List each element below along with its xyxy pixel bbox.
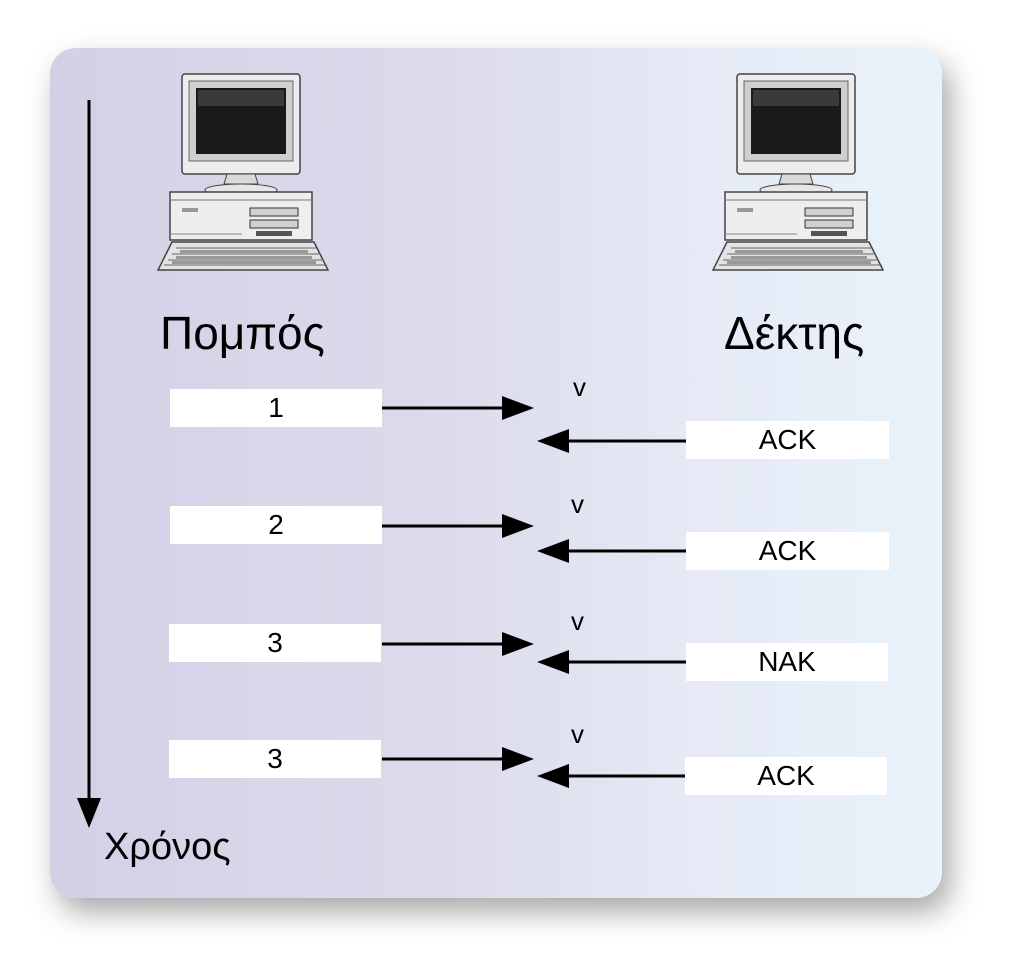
frame-arrowhead-4 [502, 747, 534, 771]
frame-number: 3 [267, 627, 283, 658]
time-axis-label: Χρόνος [104, 826, 231, 868]
reply-box: ACK [686, 532, 889, 570]
reply-box: ACK [686, 421, 889, 459]
check-mark: v [573, 372, 586, 402]
sender-computer-icon [157, 73, 329, 271]
reply-label: ACK [757, 760, 815, 791]
reply-label: ACK [758, 424, 817, 455]
reply-arrowhead-2 [537, 539, 569, 563]
reply-box: NAK [686, 643, 888, 681]
frame-number: 2 [268, 509, 284, 540]
frame-number: 3 [267, 743, 283, 774]
receiver-computer-icon [712, 73, 884, 271]
frame-box: 2 [170, 506, 382, 544]
frame-arrowhead-2 [502, 514, 534, 538]
reply-arrowhead-4 [537, 764, 569, 788]
time-axis-arrowhead [77, 798, 101, 828]
frame-number: 1 [268, 392, 284, 423]
reply-label: NAK [758, 646, 816, 677]
check-mark: v [571, 719, 584, 749]
check-mark: v [571, 606, 584, 636]
check-mark: v [571, 489, 584, 519]
receiver-label: Δέκτης [724, 307, 865, 359]
sender-label: Πομπός [160, 307, 325, 359]
frame-box: 1 [170, 389, 382, 427]
reply-label: ACK [758, 535, 817, 566]
frame-box: 3 [169, 624, 381, 662]
frame-arrowhead-3 [502, 632, 534, 656]
reply-arrowhead-1 [537, 429, 569, 453]
reply-arrowhead-3 [537, 650, 569, 674]
frame-box: 3 [169, 740, 381, 778]
reply-box: ACK [685, 757, 887, 795]
frame-arrowhead-1 [502, 396, 534, 420]
